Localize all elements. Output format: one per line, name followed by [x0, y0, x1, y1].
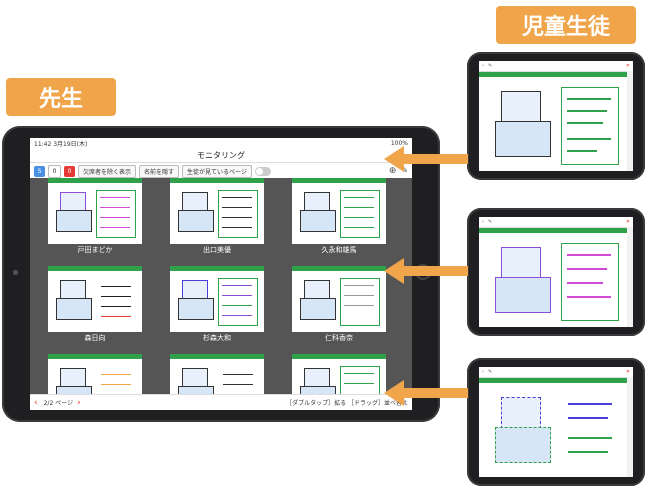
answer-panel: [563, 393, 619, 469]
student-screen: ‹ ✎ ✕: [479, 61, 633, 171]
student-thumbnail[interactable]: [48, 178, 142, 244]
close-icon[interactable]: ✕: [625, 369, 630, 375]
student-name: 戸田まどか: [77, 246, 113, 254]
back-icon[interactable]: ‹: [482, 369, 484, 375]
student-cell[interactable]: 戸田まどか: [48, 178, 142, 256]
cube-diagram: [178, 280, 214, 320]
close-icon[interactable]: ✕: [625, 63, 630, 69]
student-toolbar: ‹ ✎ ✕: [479, 61, 633, 72]
scrollbar[interactable]: [627, 377, 633, 477]
status-time: 11:42: [34, 140, 52, 148]
count-mid-badge[interactable]: 0: [48, 164, 61, 178]
teacher-label: 先生: [6, 78, 116, 116]
pen-icon[interactable]: ✎: [488, 63, 493, 69]
student-thumbnail[interactable]: [170, 266, 264, 332]
student-name: 杉森大和: [203, 334, 231, 342]
scrollbar[interactable]: [627, 71, 633, 171]
cube-diagram: [56, 280, 92, 320]
status-bar: 11:42 3月19日(木) 100%: [30, 138, 412, 148]
viewing-page-button[interactable]: 生徒が見ているページ: [182, 164, 252, 178]
student-toolbar: ‹ ✎ ✕: [479, 367, 633, 378]
count-all-badge[interactable]: 5: [34, 165, 45, 177]
bottom-bar: ‹ 2/2 ページ › ［ダブルタップ］拡る ［ドラッグ］並べ替え: [30, 394, 412, 410]
teacher-screen: 11:42 3月19日(木) 100% モニタリング 5 0 0 欠席者を除く表…: [30, 138, 412, 410]
student-cell[interactable]: 久永和雄馬: [292, 178, 386, 256]
answer-notes: [340, 190, 380, 238]
student-thumbnail[interactable]: [292, 178, 386, 244]
student-tablet-1: ‹ ✎ ✕: [467, 52, 645, 180]
pen-icon[interactable]: ✎: [488, 369, 493, 375]
student-name: 森日向: [84, 334, 106, 342]
back-icon[interactable]: ‹: [482, 63, 484, 69]
student-cell[interactable]: 森日向: [48, 266, 142, 344]
student-name: 出口美優: [203, 246, 231, 254]
battery-level: 100%: [390, 139, 408, 147]
answer-panel: [561, 87, 619, 165]
student-thumbnail[interactable]: [170, 178, 264, 244]
student-cell[interactable]: 仁科香奈: [292, 266, 386, 344]
next-page-icon[interactable]: ›: [77, 397, 81, 408]
cube-diagram: [495, 91, 551, 159]
status-date: 3月19日(木): [53, 140, 88, 148]
student-screen: ‹ ✎ ✕: [479, 367, 633, 477]
student-tablet-2: ‹ ✎ ✕: [467, 208, 645, 336]
cube-diagram: [495, 397, 551, 465]
hide-names-button[interactable]: 名前を隠す: [139, 164, 180, 178]
student-grid: 戸田まどか 出口美優: [30, 178, 412, 410]
answer-notes: [218, 190, 258, 238]
student-cell[interactable]: 杉森大和: [170, 266, 264, 344]
scrollbar[interactable]: [627, 227, 633, 327]
answer-panel: [561, 243, 619, 321]
count-red-badge[interactable]: 0: [64, 165, 75, 177]
back-icon[interactable]: ‹: [482, 219, 484, 225]
student-name: 仁科香奈: [325, 334, 353, 342]
viewing-page-toggle[interactable]: [254, 166, 271, 176]
gesture-hint: ［ダブルタップ］拡る ［ドラッグ］並べ替え: [286, 400, 408, 407]
cube-diagram: [300, 192, 336, 232]
answer-notes: [98, 278, 136, 324]
pen-icon[interactable]: ✎: [488, 219, 493, 225]
arrow-left-icon: [384, 258, 470, 284]
app-title: モニタリング: [30, 148, 412, 163]
arrow-left-icon: [384, 380, 470, 406]
student-tablet-3: ‹ ✎ ✕: [467, 358, 645, 486]
cube-diagram: [495, 247, 551, 315]
cube-diagram: [178, 192, 214, 232]
answer-notes: [220, 366, 258, 410]
pen-icon[interactable]: ✎: [400, 166, 408, 176]
page-indicator: 2/2 ページ: [43, 400, 74, 407]
exclude-absent-button[interactable]: 欠席者を除く表示: [78, 164, 137, 178]
student-screen: ‹ ✎ ✕: [479, 217, 633, 327]
student-toolbar: ‹ ✎ ✕: [479, 217, 633, 228]
answer-notes: [218, 278, 258, 326]
answer-notes: [340, 278, 380, 326]
student-name: 久永和雄馬: [321, 246, 357, 254]
students-label: 児童生徒: [496, 6, 636, 44]
student-cell[interactable]: 出口美優: [170, 178, 264, 256]
close-icon[interactable]: ✕: [625, 219, 630, 225]
student-thumbnail[interactable]: [292, 266, 386, 332]
teacher-tablet: 11:42 3月19日(木) 100% モニタリング 5 0 0 欠席者を除く表…: [2, 126, 440, 422]
cube-diagram: [56, 192, 92, 232]
prev-page-icon[interactable]: ‹: [34, 397, 38, 408]
camera-dot: [13, 270, 18, 275]
answer-notes: [340, 366, 380, 410]
arrow-left-icon: [384, 146, 470, 172]
student-thumbnail[interactable]: [48, 266, 142, 332]
answer-notes: [96, 190, 136, 238]
cube-diagram: [300, 280, 336, 320]
